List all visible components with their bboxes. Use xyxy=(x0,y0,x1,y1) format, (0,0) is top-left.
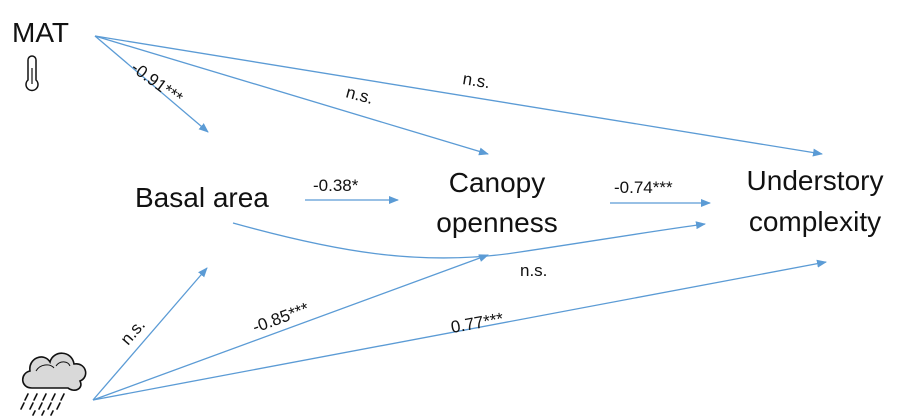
edge-label-basal-area-to-understory-complexity: n.s. xyxy=(520,261,547,280)
edge-label-precip-to-understory-complexity: 0.77*** xyxy=(449,309,505,337)
thermometer-icon xyxy=(25,55,39,92)
arrow-basal-area-to-understory-complexity xyxy=(232,221,706,259)
node-basal-area: Basal area xyxy=(135,182,269,213)
arrow-precip-to-basal-area xyxy=(92,267,208,401)
arrow-mat-to-understory-complexity xyxy=(94,35,823,157)
node-understory-line2: complexity xyxy=(749,206,881,237)
edge-label-mat-to-canopy-openness: n.s. xyxy=(344,83,375,108)
node-canopy-openness-line1: Canopy xyxy=(449,167,546,198)
edge-label-precip-to-basal-area: n.s. xyxy=(117,315,149,348)
arrow-mat-to-basal-area xyxy=(94,35,209,133)
rain-cloud-icon xyxy=(20,352,87,416)
node-mat: MAT xyxy=(12,17,69,48)
edge-label-basal-area-to-canopy-openness: -0.38* xyxy=(313,176,359,195)
arrow-precip-to-canopy-openness xyxy=(92,254,489,401)
arrow-precip-to-understory-complexity xyxy=(92,259,827,401)
node-canopy-openness-line2: openness xyxy=(436,207,557,238)
arrow-mat-to-canopy-openness xyxy=(94,35,489,156)
node-understory-line1: Understory xyxy=(747,165,884,196)
edge-label-mat-to-basal-area: -0.91*** xyxy=(128,58,187,108)
edge-label-mat-to-understory-complexity: n.s. xyxy=(461,69,491,92)
edge-label-canopy-openness-to-understory-complexity: -0.74*** xyxy=(614,178,673,197)
